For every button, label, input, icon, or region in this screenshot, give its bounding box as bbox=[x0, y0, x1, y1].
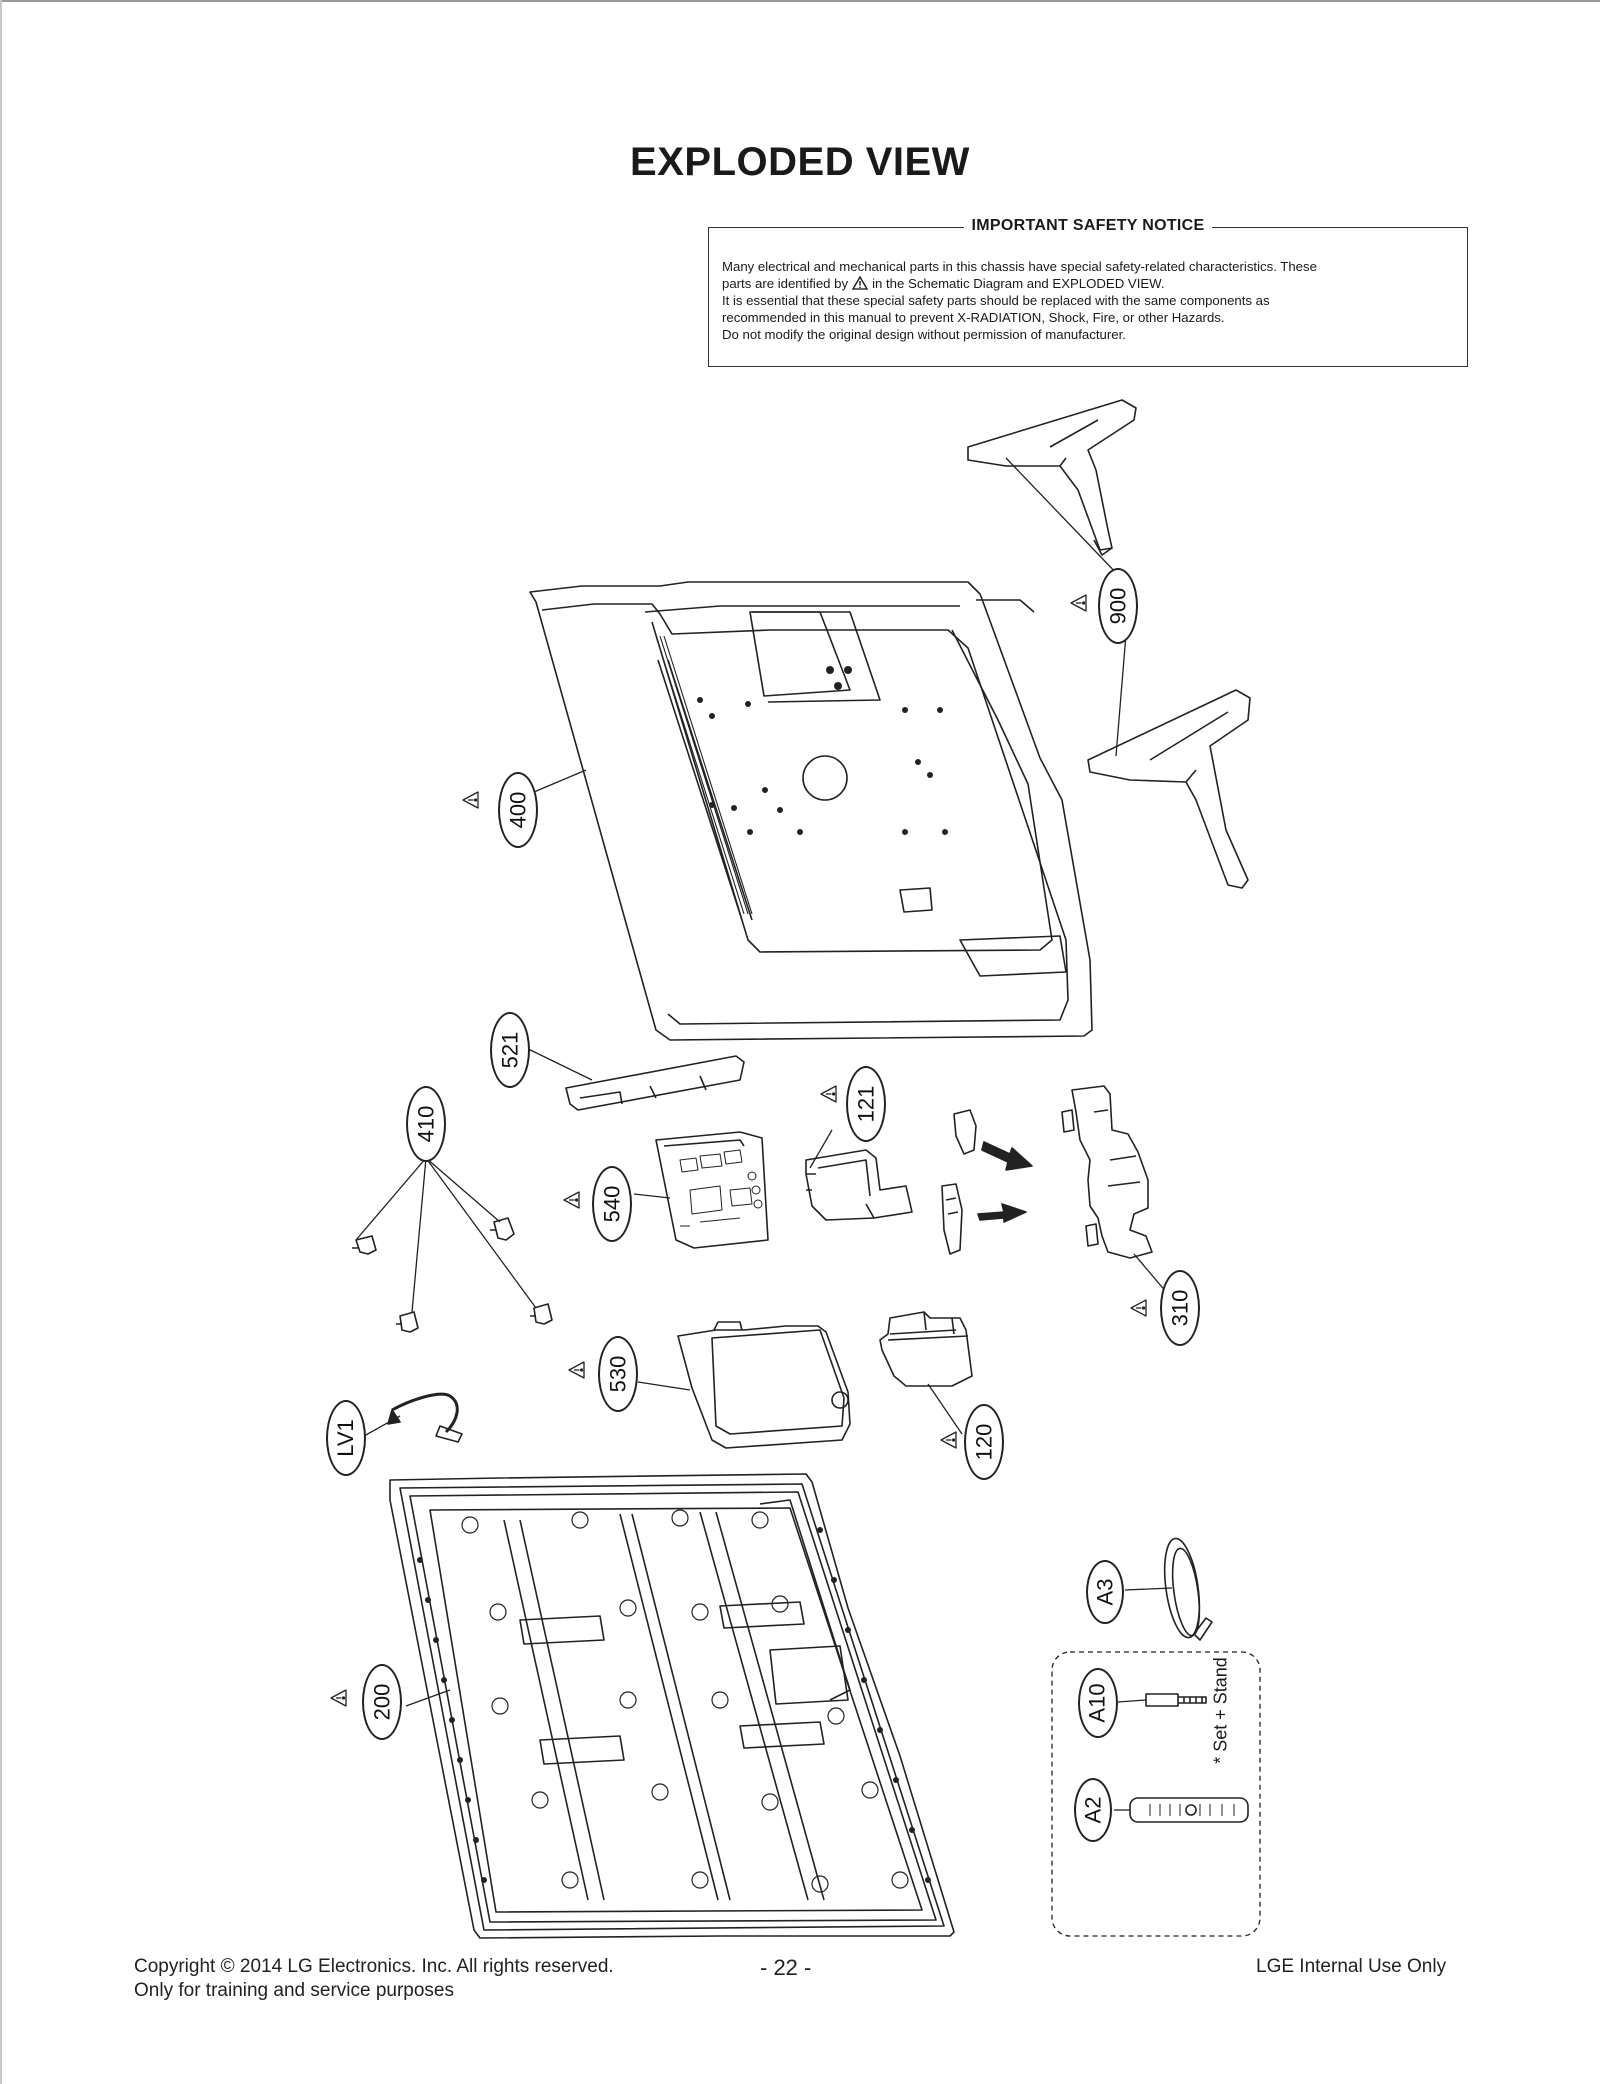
module-part-530 bbox=[677, 1321, 851, 1449]
power-cord-part-a3 bbox=[1163, 1537, 1213, 1641]
remote-part-a2 bbox=[1129, 1797, 1249, 1823]
rear-frame-edge-dots bbox=[417, 1527, 931, 1883]
module-part-120 bbox=[879, 1311, 973, 1387]
screw-part-a10 bbox=[1145, 1693, 1207, 1707]
callout-310: 310 bbox=[1160, 1270, 1200, 1346]
safety-notice-box: IMPORTANT SAFETY NOTICE Many electrical … bbox=[708, 217, 1468, 367]
callout-400: 400 bbox=[498, 772, 538, 848]
callout-200: 200 bbox=[362, 1664, 402, 1740]
power-board-part-121 bbox=[805, 1149, 913, 1221]
leader-lines bbox=[355, 457, 1179, 1811]
rear-frame-holes bbox=[461, 1509, 909, 1893]
callout-a3: A3 bbox=[1086, 1560, 1124, 1624]
safety-notice-heading: IMPORTANT SAFETY NOTICE bbox=[963, 217, 1213, 234]
page-border-left bbox=[0, 0, 2, 2084]
callout-410: 410 bbox=[406, 1086, 446, 1162]
clip-part-410 bbox=[352, 1217, 553, 1333]
back-cover-part-400 bbox=[529, 581, 1093, 1041]
safety-notice-body: Many electrical and mechanical parts in … bbox=[722, 258, 1454, 343]
footer-copyright: Copyright © 2014 LG Electronics. Inc. Al… bbox=[134, 1956, 614, 2001]
cable-part-lv1 bbox=[387, 1392, 463, 1443]
frame-part-310 bbox=[1061, 1085, 1153, 1259]
back-cover-holes bbox=[697, 666, 948, 835]
main-board-components bbox=[679, 1149, 763, 1227]
set-stand-note: * Set + Stand bbox=[1210, 1657, 1231, 1764]
rear-frame-part-200 bbox=[389, 1473, 955, 1939]
warning-triangle-icon bbox=[852, 276, 869, 290]
notice-line: It is essential that these special safet… bbox=[722, 293, 1270, 308]
stand-part-900 bbox=[967, 399, 1251, 889]
footer-internal-use: LGE Internal Use Only bbox=[1256, 1956, 1447, 1977]
callout-521: 521 bbox=[490, 1012, 530, 1088]
notice-line: recommended in this manual to prevent X-… bbox=[722, 310, 1225, 325]
page-border bbox=[0, 0, 1600, 2]
connector-parts bbox=[941, 1109, 977, 1255]
bracket-part-521 bbox=[565, 1055, 745, 1111]
main-board-part-540 bbox=[655, 1131, 769, 1249]
notice-line: Many electrical and mechanical parts in … bbox=[722, 259, 1317, 274]
direction-arrows bbox=[977, 1141, 1033, 1223]
callout-530: 530 bbox=[598, 1336, 638, 1412]
callout-900: 900 bbox=[1098, 568, 1138, 644]
callout-121: 121 bbox=[846, 1066, 886, 1142]
page-title: EXPLODED VIEW bbox=[630, 140, 970, 184]
callout-lv1: LV1 bbox=[326, 1400, 366, 1476]
accessory-box bbox=[1051, 1651, 1261, 1937]
callout-a2: A2 bbox=[1074, 1778, 1112, 1842]
back-cover-rails bbox=[655, 635, 753, 915]
callout-540: 540 bbox=[592, 1166, 632, 1242]
footer-page-number: - 22 - bbox=[760, 1955, 812, 1980]
callout-120: 120 bbox=[964, 1404, 1004, 1480]
callout-a10: A10 bbox=[1078, 1668, 1118, 1738]
notice-line: Do not modify the original design withou… bbox=[722, 327, 1126, 342]
